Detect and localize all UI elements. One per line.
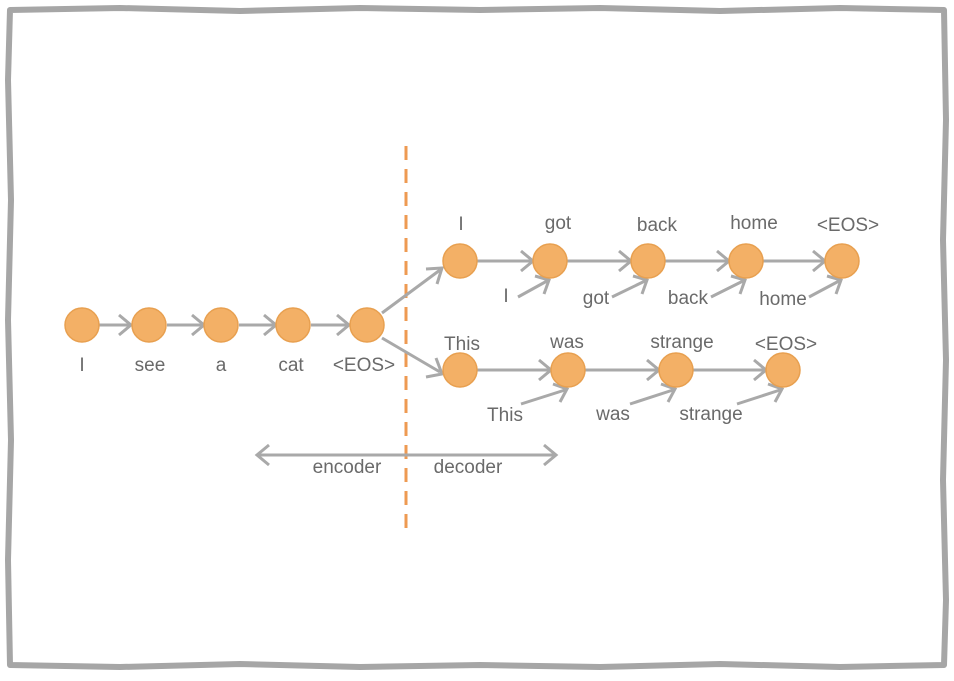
decoder-input-token: I bbox=[503, 286, 508, 307]
input-arrow bbox=[808, 279, 840, 299]
decoder-chain-bottom: This was strange <EOS> This was strange bbox=[442, 332, 817, 426]
input-arrow bbox=[736, 388, 781, 406]
encoder-token: I bbox=[79, 355, 84, 376]
decoder-output-token: home bbox=[730, 213, 778, 234]
decoder-node bbox=[532, 243, 568, 279]
decoder-input-token: strange bbox=[679, 404, 742, 425]
arrowhead bbox=[425, 357, 445, 379]
decoder-node bbox=[442, 243, 478, 279]
encoder-label: encoder bbox=[313, 457, 382, 478]
decoder-output-token: got bbox=[545, 213, 572, 234]
decoder-input-token: got bbox=[583, 288, 610, 309]
decoder-node bbox=[630, 243, 666, 279]
decoder-node bbox=[765, 352, 801, 388]
arrowhead bbox=[118, 313, 134, 337]
encoder-token: a bbox=[216, 355, 227, 376]
decoder-input-token: home bbox=[759, 289, 807, 310]
encoder-node bbox=[203, 307, 239, 343]
decoder-input-token: back bbox=[668, 288, 709, 309]
decoder-input-token: was bbox=[595, 404, 630, 425]
decoder-output-token: <EOS> bbox=[817, 215, 879, 236]
input-arrow bbox=[629, 388, 674, 406]
decoder-chain-top: I got back home <EOS> I got back home bbox=[442, 213, 879, 310]
decoder-output-token: <EOS> bbox=[755, 334, 817, 355]
decoder-output-token: back bbox=[637, 215, 678, 236]
decoder-node bbox=[550, 352, 586, 388]
branch-arrow-top bbox=[381, 268, 441, 315]
input-arrow bbox=[520, 388, 566, 406]
sketch-frame bbox=[5, 5, 949, 670]
decoder-branches bbox=[381, 266, 445, 379]
arrowhead bbox=[730, 274, 747, 295]
arrowhead bbox=[552, 382, 570, 403]
encoder-chain: I see a cat <EOS> bbox=[64, 307, 395, 376]
arrowhead bbox=[543, 443, 559, 467]
decoder-node bbox=[824, 243, 860, 279]
branch-arrow-bottom bbox=[381, 336, 441, 374]
arrowhead bbox=[767, 382, 785, 403]
encoder-node bbox=[64, 307, 100, 343]
decoder-node bbox=[658, 352, 694, 388]
arrowhead bbox=[336, 313, 352, 337]
decoder-label: decoder bbox=[434, 457, 503, 478]
arrowhead bbox=[660, 382, 678, 403]
arrowhead bbox=[254, 443, 270, 467]
arrowhead bbox=[534, 274, 551, 295]
decoder-node bbox=[442, 352, 478, 388]
decoder-output-token: This bbox=[444, 334, 480, 355]
decoder-output-token: strange bbox=[650, 332, 713, 353]
decoder-input-token: This bbox=[487, 405, 523, 426]
encoder-token: <EOS> bbox=[333, 355, 395, 376]
encoder-token: cat bbox=[278, 355, 304, 376]
decoder-output-token: I bbox=[458, 214, 463, 235]
encoder-node bbox=[349, 307, 385, 343]
arrowhead bbox=[425, 266, 445, 285]
encoder-decoder-span: encoder decoder bbox=[254, 443, 559, 478]
encoder-node bbox=[275, 307, 311, 343]
arrowhead bbox=[632, 274, 649, 295]
encoder-node bbox=[131, 307, 167, 343]
input-arrow bbox=[517, 279, 548, 299]
input-arrow bbox=[710, 279, 744, 299]
decoder-node bbox=[728, 243, 764, 279]
arrowhead bbox=[826, 274, 843, 295]
encoder-token: see bbox=[135, 355, 166, 376]
decoder-output-token: was bbox=[549, 332, 584, 353]
input-arrow bbox=[611, 279, 646, 299]
